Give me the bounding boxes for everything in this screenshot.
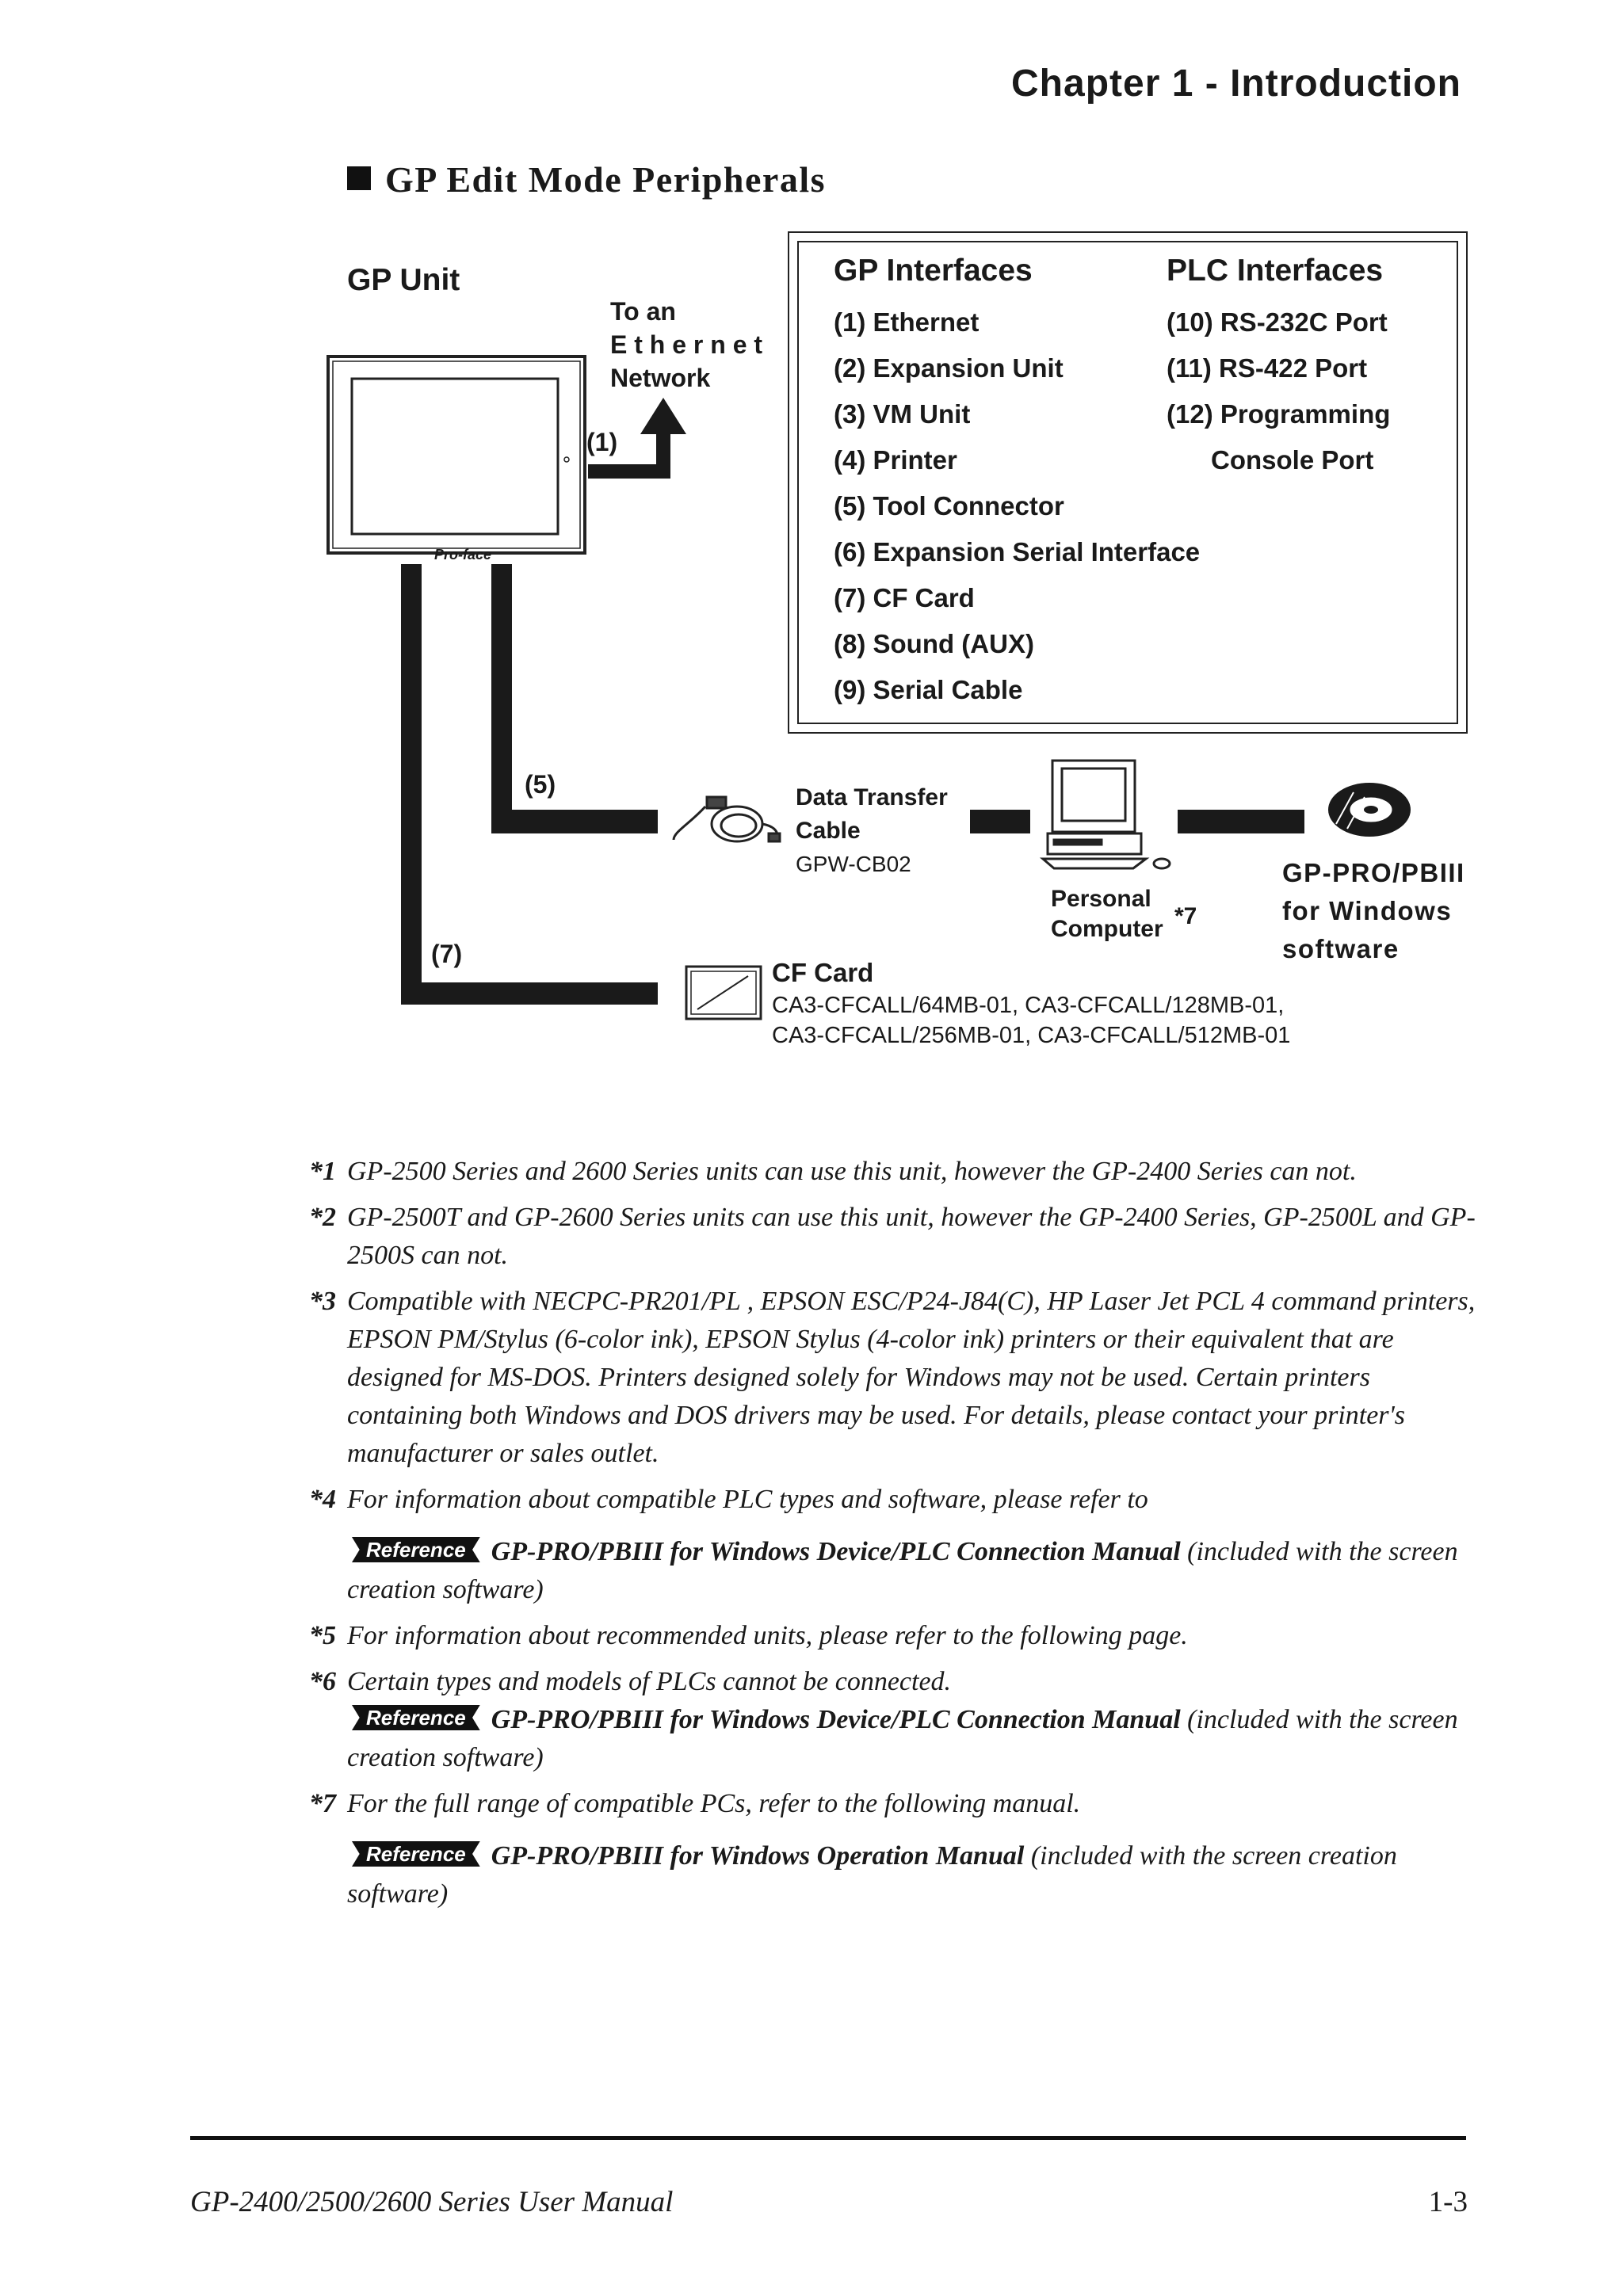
personal-computer-icon [1039, 759, 1171, 870]
footnote-4: *4 For information about compatible PLC t… [309, 1481, 1490, 1609]
software-label: GP-PRO/PBIII for Windows software [1282, 854, 1465, 968]
note-text: Compatible with NECPC-PR201/PL , EPSON E… [347, 1287, 1476, 1468]
interface-item: (11) RS-422 Port [1167, 353, 1368, 383]
reference-badge-icon: Reference [352, 1841, 480, 1867]
section-title-text: GP Edit Mode Peripherals [385, 159, 827, 200]
data-cable-icon [672, 795, 781, 843]
pc-note-marker: *7 [1174, 903, 1197, 929]
interface-item: (12) Programming [1167, 399, 1391, 429]
interface-item: (2) Expansion Unit [834, 353, 1064, 383]
note-text: For the full range of compatible PCs, re… [347, 1789, 1081, 1818]
tool-connector-cable [491, 564, 658, 833]
cf-card-models: CA3-CFCALL/64MB-01, CA3-CFCALL/128MB-01, [772, 993, 1285, 1018]
note-text: GP-2500 Series and 2600 Series units can… [347, 1157, 1357, 1186]
reference-suffix: (included with the screen creation softw… [347, 1841, 1397, 1909]
chapter-title: Chapter 1 - Introduction [1011, 63, 1461, 105]
footnote-2: *2 GP-2500T and GP-2600 Series units can … [309, 1199, 1490, 1275]
page-number: 1-3 [1428, 2186, 1468, 2218]
port-label-1: (1) [586, 428, 618, 456]
peripherals-diagram [327, 355, 1411, 1020]
interface-item: (7) CF Card [834, 583, 975, 612]
monitor-brand-logo: Pro-face [434, 547, 492, 563]
note-marker: *7 [309, 1789, 336, 1818]
note-text: For information about recommended units,… [347, 1621, 1188, 1650]
interface-item: (3) VM Unit [834, 399, 971, 429]
software-label-line: GP-PRO/PBIII [1282, 858, 1465, 887]
gp-interfaces-heading: GP Interfaces [834, 254, 1033, 288]
ethernet-label-line: Network [610, 364, 711, 392]
interfaces-box [788, 231, 1468, 734]
footnote-1: *1 GP-2500 Series and 2600 Series units c… [309, 1153, 1490, 1191]
port-label-5: (5) [525, 770, 556, 799]
software-label-line: for Windows [1282, 896, 1453, 925]
interface-item: Console Port [1211, 445, 1374, 475]
pc-label-line: Personal [1051, 886, 1151, 912]
footnote-7: *7 For the full range of compatible PCs, … [309, 1785, 1490, 1913]
reference-badge-icon: Reference [352, 1705, 480, 1730]
note-marker: *5 [309, 1621, 336, 1650]
interface-item: (9) Serial Cable [834, 675, 1023, 704]
note-text: For information about compatible PLC typ… [347, 1485, 1148, 1514]
footer-manual-title: GP-2400/2500/2600 Series User Manual [190, 2186, 674, 2218]
gp-unit-label: GP Unit [347, 263, 460, 297]
note-marker: *6 [309, 1667, 336, 1696]
pc-link-bar-left [970, 810, 1030, 833]
reference-7: Reference GP-PRO/PBIII for Windows Operat… [347, 1837, 1490, 1913]
interface-item: (5) Tool Connector [834, 491, 1064, 521]
cf-card-label: CF Card CA3-CFCALL/64MB-01, CA3-CFCALL/1… [772, 955, 1290, 1051]
square-bullet-icon [347, 166, 371, 190]
interface-item: (1) Ethernet [834, 307, 980, 337]
interface-item: (6) Expansion Serial Interface [834, 537, 1201, 566]
reference-4: Reference GP-PRO/PBIII for Windows Device… [347, 1533, 1490, 1609]
section-title: GP Edit Mode Peripherals [347, 158, 826, 200]
interface-item: (4) Printer [834, 445, 957, 475]
note-marker: *3 [309, 1287, 336, 1316]
data-cable-label-line: Data Transfer [796, 784, 948, 810]
reference-6: Reference GP-PRO/PBIII for Windows Device… [347, 1701, 1490, 1777]
ethernet-label-line: To an [610, 297, 676, 326]
footnote-5: *5 For information about recommended unit… [309, 1617, 1490, 1655]
pc-link-bar-right [1178, 810, 1304, 833]
note-marker: *1 [309, 1157, 336, 1186]
cf-card-title: CF Card [772, 958, 874, 987]
software-label-line: software [1282, 934, 1400, 963]
note-text: Certain types and models of PLCs cannot … [347, 1667, 952, 1696]
reference-title: GP-PRO/PBIII for Windows Operation Manua… [491, 1841, 1025, 1871]
reference-badge-icon: Reference [352, 1537, 480, 1562]
ethernet-label: To an E t h e r n e t Network [610, 295, 762, 395]
reference-title: GP-PRO/PBIII for Windows Device/PLC Conn… [491, 1537, 1181, 1566]
footer-rule [190, 2136, 1466, 2140]
gp-unit-icon [327, 355, 586, 555]
note-marker: *4 [309, 1485, 336, 1514]
data-cable-model: GPW-CB02 [796, 852, 911, 876]
data-cable-label-line: Cable [796, 818, 861, 844]
data-cable-label: Data Transfer Cable GPW-CB02 [796, 781, 948, 881]
interfaces-box-inner [797, 241, 1458, 724]
note-marker: *2 [309, 1203, 336, 1232]
pc-label: Personal Computer [1051, 884, 1163, 944]
pc-label-line: Computer [1051, 916, 1163, 942]
cf-card-models: CA3-CFCALL/256MB-01, CA3-CFCALL/512MB-01 [772, 1023, 1291, 1048]
footnote-6: *6 Certain types and models of PLCs canno… [309, 1663, 1490, 1777]
footnotes: *1 GP-2500 Series and 2600 Series units c… [309, 1153, 1490, 1921]
plc-interfaces-heading: PLC Interfaces [1167, 254, 1384, 288]
reference-suffix: (included with the screen creation softw… [347, 1705, 1458, 1772]
interface-item: (10) RS-232C Port [1167, 307, 1388, 337]
reference-suffix: (included with the screen creation softw… [347, 1537, 1458, 1604]
footnote-3: *3 Compatible with NECPC-PR201/PL , EPSON… [309, 1283, 1490, 1473]
reference-title: GP-PRO/PBIII for Windows Device/PLC Conn… [491, 1705, 1181, 1734]
note-text: GP-2500T and GP-2600 Series units can us… [347, 1203, 1476, 1270]
interface-item: (8) Sound (AUX) [834, 629, 1034, 658]
ethernet-label-line: E t h e r n e t [610, 330, 763, 359]
cf-card-icon [685, 965, 762, 1020]
software-cd-icon [1328, 783, 1411, 837]
port-label-7: (7) [431, 940, 463, 968]
